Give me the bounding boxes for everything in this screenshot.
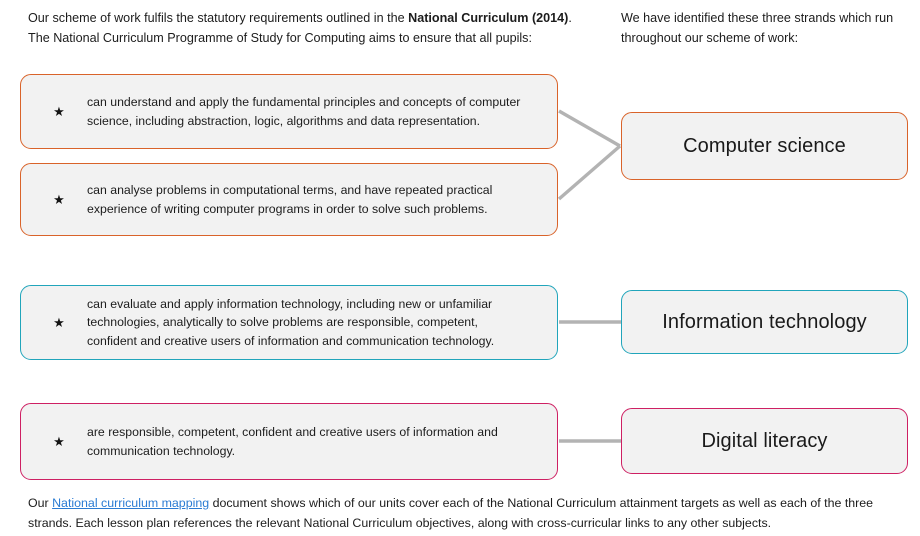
statement-box-2[interactable]: ★ can analyse problems in computational … [20,163,558,236]
strand-box-computer-science[interactable]: Computer science [621,112,908,180]
strand-label-information-technology: Information technology [662,310,867,333]
strand-box-digital-literacy[interactable]: Digital literacy [621,408,908,474]
intro-left-bold: National Curriculum (2014) [408,11,569,25]
intro-paragraph-left: Our scheme of work fulfils the statutory… [28,8,573,49]
intro-left-suffix: . The National Curriculum Programme of S… [28,11,572,46]
national-curriculum-mapping-link[interactable]: National curriculum mapping [52,496,210,510]
connector-statement-1-to-computer-science [558,109,621,148]
footer-suffix: document shows which of our units cover … [28,496,874,531]
footer-paragraph: Our National curriculum mapping document… [28,493,896,533]
connector-statement-2-to-computer-science [557,144,622,201]
intro-left-prefix: Our scheme of work fulfils the statutory… [28,11,409,25]
statement-box-1[interactable]: ★ can understand and apply the fundament… [20,74,558,149]
star-icon: ★ [53,434,65,449]
strand-label-digital-literacy: Digital literacy [701,429,828,452]
statement-text-2: can analyse problems in computational te… [87,183,493,216]
statement-text-3: can evaluate and apply information techn… [87,296,495,348]
strand-label-computer-science: Computer science [683,134,846,157]
star-icon: ★ [53,104,65,119]
statement-text-4: are responsible, competent, confident an… [87,425,498,458]
statement-box-3[interactable]: ★ can evaluate and apply information tec… [20,285,558,360]
star-icon: ★ [53,192,65,207]
intro-paragraph-right: We have identified these three strands w… [621,11,894,46]
star-icon: ★ [53,315,65,330]
footer-prefix: Our [28,496,53,510]
statement-box-4[interactable]: ★ are responsible, competent, confident … [20,403,558,480]
statement-text-1: can understand and apply the fundamental… [87,95,521,128]
strand-box-information-technology[interactable]: Information technology [621,290,908,354]
